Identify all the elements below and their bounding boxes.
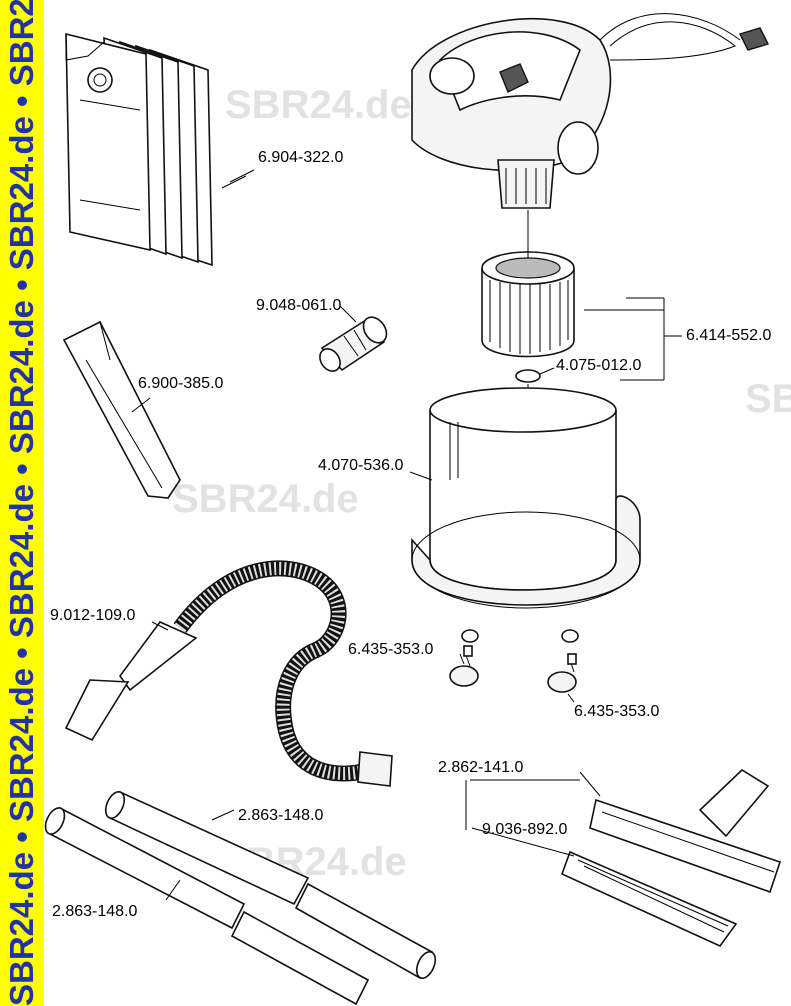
part-label-hose: 9.012-109.0 xyxy=(50,607,136,624)
part-label-tube-top: 2.863-148.0 xyxy=(238,807,324,824)
floor-nozzle-illustration xyxy=(589,768,782,894)
tube-top-illustration xyxy=(104,790,437,980)
watermark: SBR24.de xyxy=(225,83,412,127)
part-label-tube-bottom: 2.863-148.0 xyxy=(52,903,138,920)
watermark: SBR24.de xyxy=(172,477,359,521)
part-label-castor-right: 6.435-353.0 xyxy=(574,703,660,720)
cartridge-filter-illustration xyxy=(481,210,575,450)
part-label-filter-bags: 6.904-322.0 xyxy=(258,149,344,166)
part-label-floor-nozzle: 2.862-141.0 xyxy=(438,759,524,776)
part-label-container: 4.070-536.0 xyxy=(318,457,404,474)
castor-right-illustration xyxy=(547,653,577,693)
watermark: SB xyxy=(745,377,791,421)
side-banner: SBR24.de • SBR24.de • SBR24.de • SBR24.d… xyxy=(0,0,44,1006)
container-illustration xyxy=(411,387,641,643)
adapter-illustration xyxy=(319,316,388,372)
vacuum-head-illustration xyxy=(411,13,769,209)
part-label-crevice-nozzle: 6.900-385.0 xyxy=(138,375,224,392)
filter-bags-illustration xyxy=(65,32,213,267)
castor-left-illustration xyxy=(449,645,479,687)
tube-bottom-illustration xyxy=(44,806,370,1006)
part-label-castor-left: 6.435-353.0 xyxy=(348,641,434,658)
part-label-adapter: 9.048-061.0 xyxy=(256,297,342,314)
hose-illustration xyxy=(64,560,393,787)
nozzle-insert-illustration xyxy=(560,850,738,947)
crevice-nozzle-illustration xyxy=(62,320,181,499)
part-label-filter-nut: 4.075-012.0 xyxy=(556,357,642,374)
part-label-cartridge-filter: 6.414-552.0 xyxy=(686,327,772,344)
part-label-nozzle-insert: 9.036-892.0 xyxy=(482,821,568,838)
leader-lines xyxy=(131,169,682,901)
